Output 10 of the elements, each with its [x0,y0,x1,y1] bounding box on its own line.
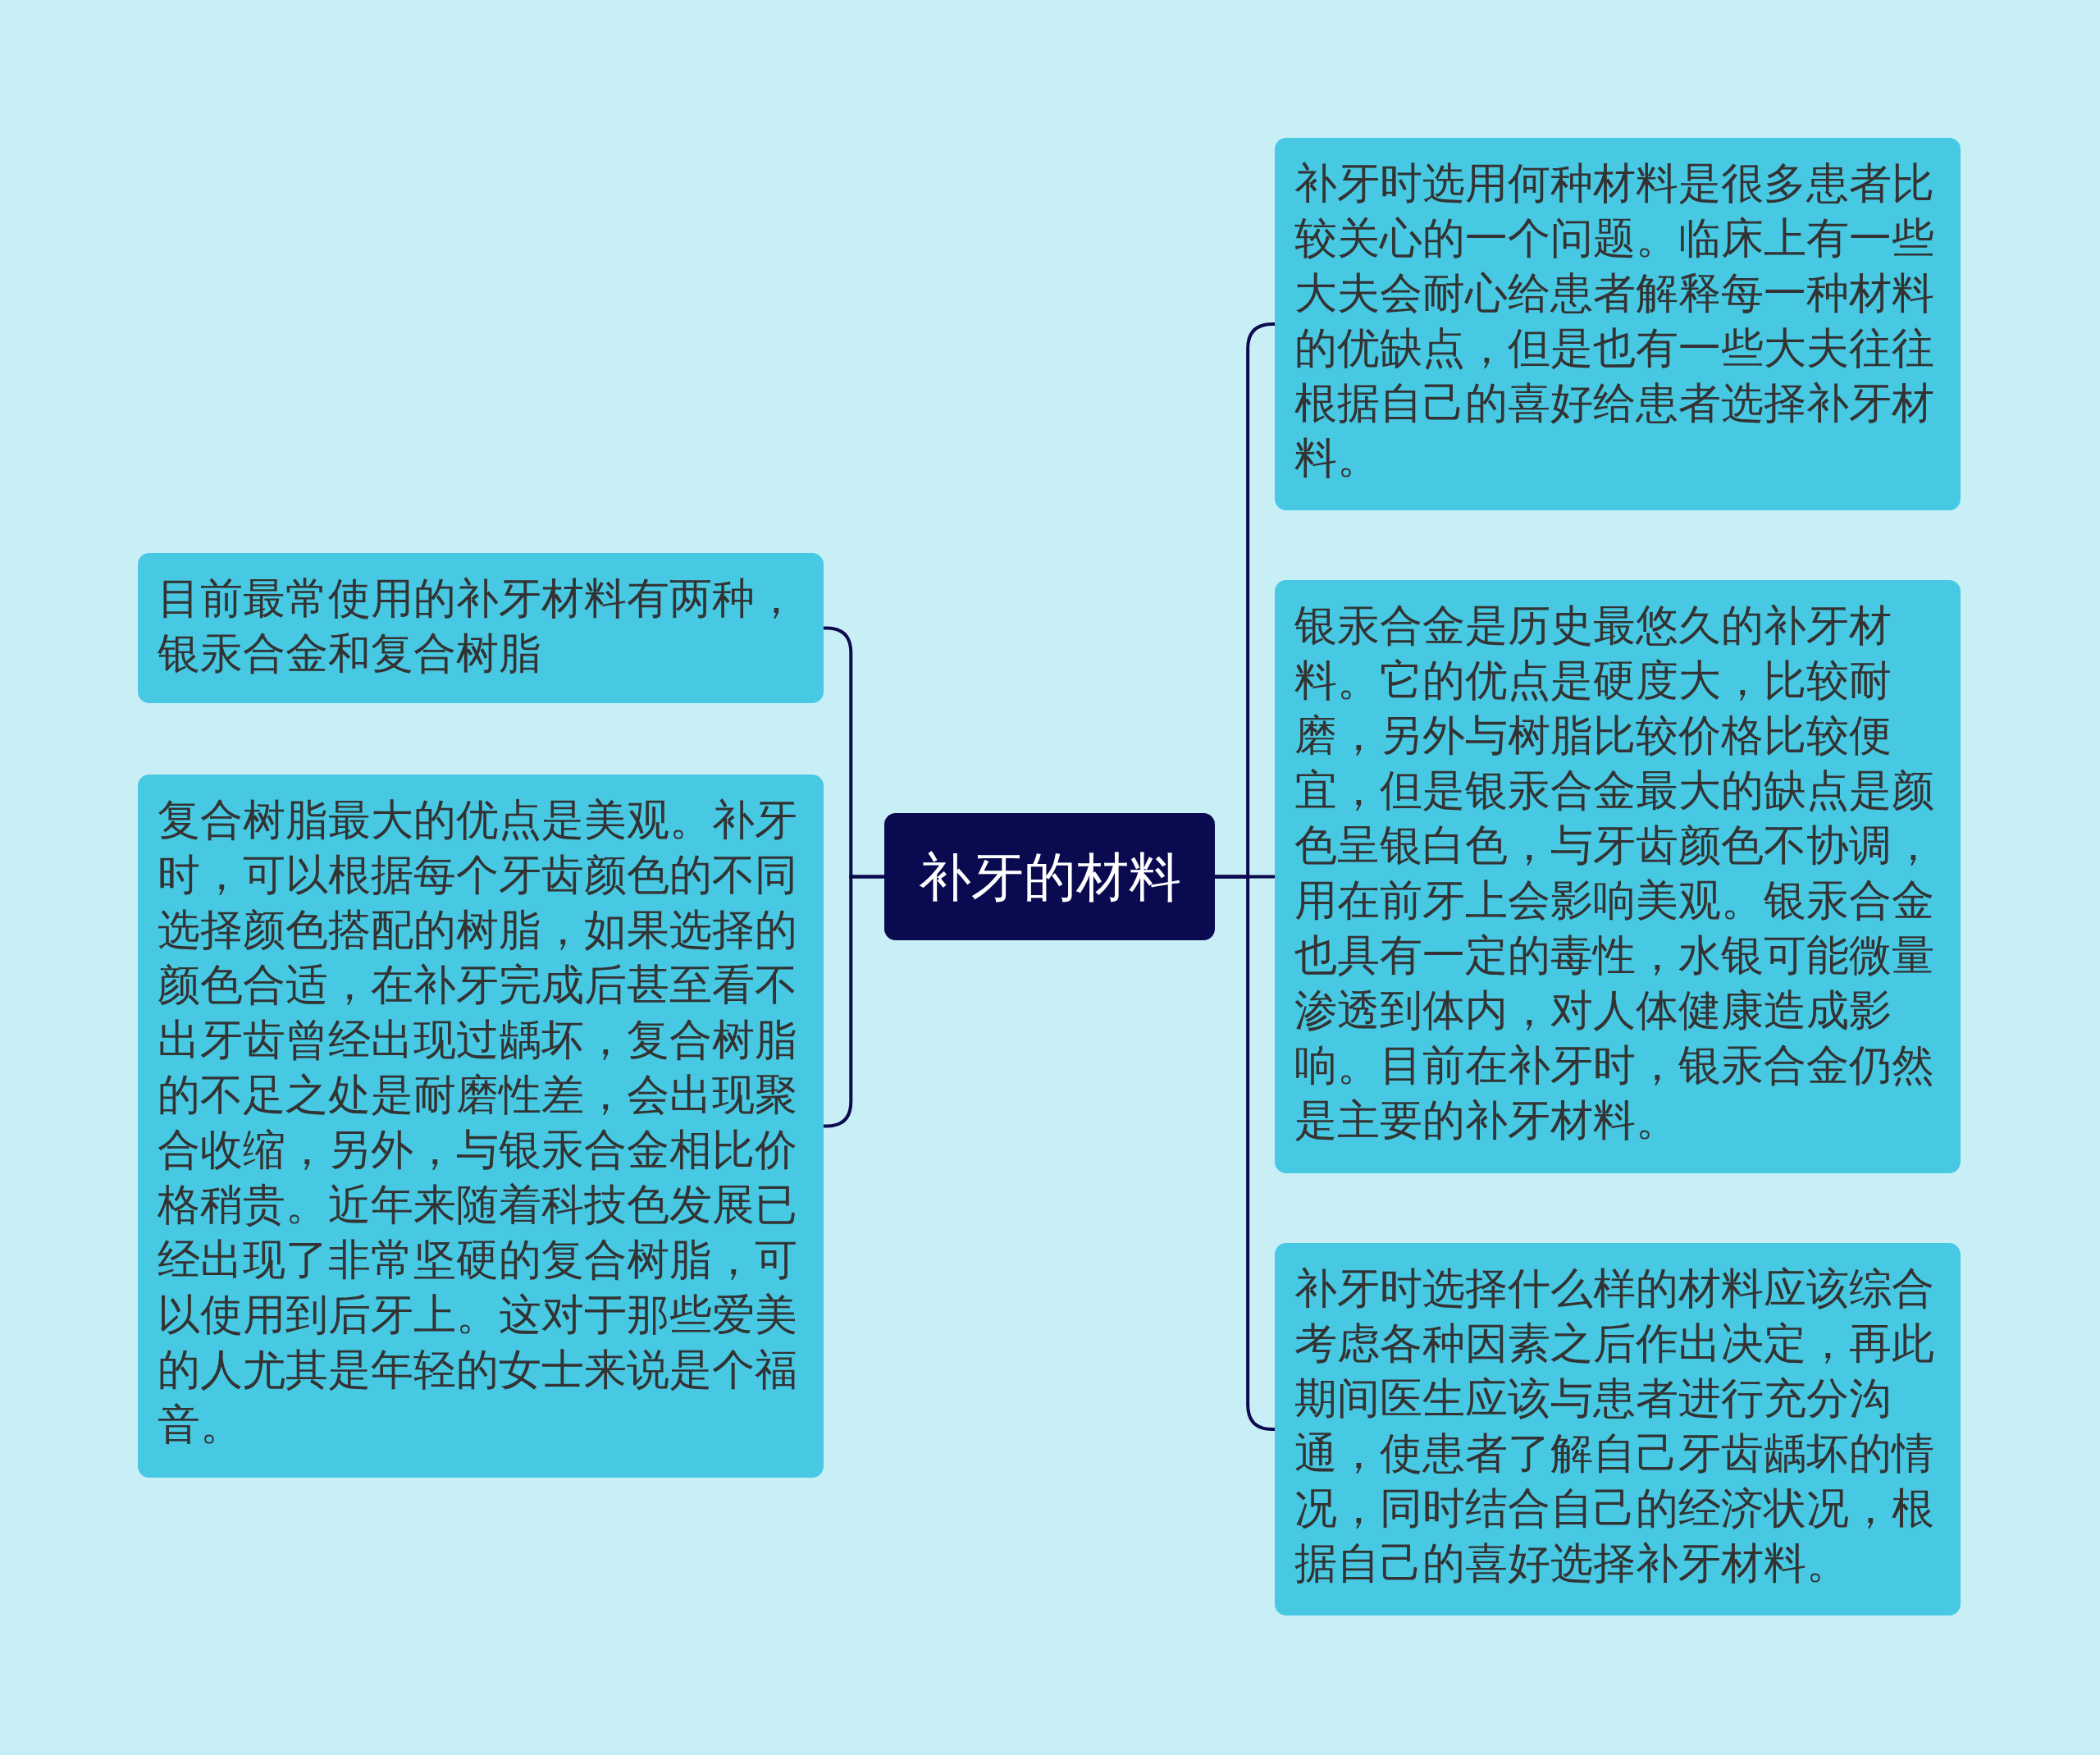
topic-text: 银汞合金是历史最悠久的补牙材料。它的优点是硬度大，比较耐磨，另外与树脂比较价格比较便宜，但是银汞合金最大的缺点是颜色呈银白色，与牙齿颜色不协调，用在前牙上会影响美观。银汞合金也具有一定的毒性，水银可能微量渗透到体内，对人体健康造成影响。目前在补牙时，银汞合金仍然是主要的补牙材料。 [1294,600,1935,1146]
central-topic-text: 补牙的材料 [918,845,1181,909]
topic-box [1275,1243,1961,1616]
topic-box [138,553,824,703]
topic-text: 补牙时选择什么样的材料应该综合考虑各种因素之后作出决定，再此期间医生应该与患者进行充分沟通，使患者了解自己牙齿龋坏的情况，同时结合自己的经济状况，根据自己的喜好选择补牙材料。 [1294,1263,1935,1589]
topic-box [1275,138,1961,510]
topic-text: 补牙时选用何种材料是很多患者比较关心的一个问题。临床上有一些大夫会耐心给患者解释每一种材料的优缺点，但是也有一些大夫往往根据自己的喜好给患者选择补牙材料。 [1294,158,1935,484]
topic-text: 目前最常使用的补牙材料有两种，银汞合金和复合树脂 [158,573,798,679]
central-topic-box [884,813,1215,940]
topic-text: 复合树脂最大的优点是美观。补牙时，可以根据每个牙齿颜色的不同选择颜色搭配的树脂，如果选择的颜色合适，在补牙完成后甚至看不出牙齿曾经出现过龋坏，复合树脂的不足之处是耐磨性差，会出现聚合收缩，另外，与银汞合金相比价格稍贵。近年来随着科技色发展已经出现了非常坚硬的复合树脂，可以使用到后牙上。这对于那些爱美的人尤其是年轻的女士来说是个福音。 [158,794,798,1451]
